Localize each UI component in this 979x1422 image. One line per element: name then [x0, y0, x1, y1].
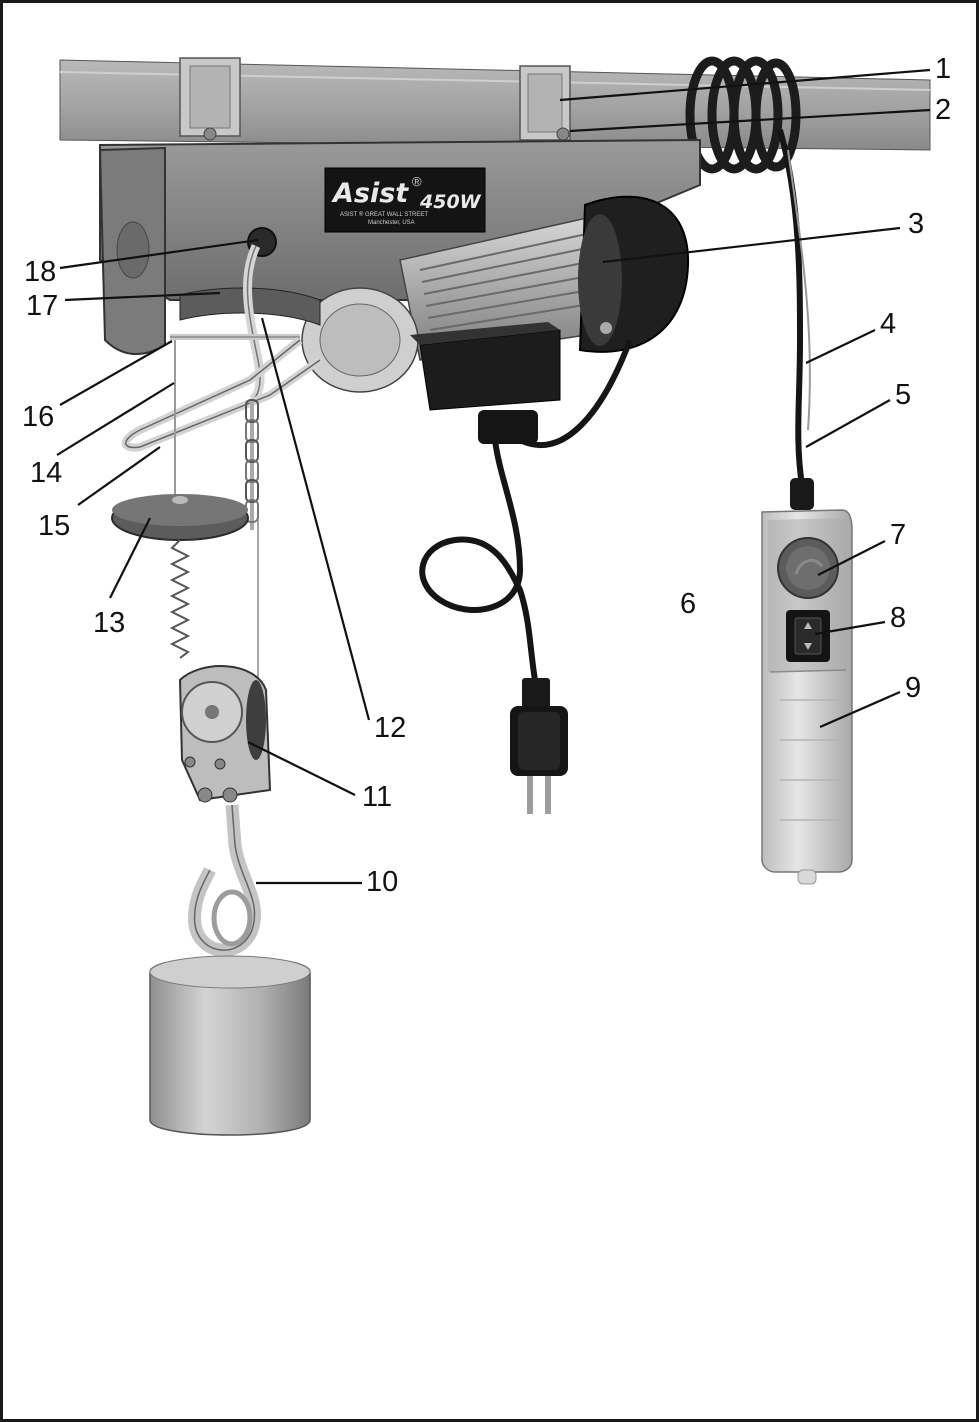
logo-address-line-2: Manchester, USA — [368, 220, 415, 226]
emergency-stop-button — [777, 537, 839, 599]
electric-motor — [399, 195, 690, 361]
leader-17 — [64, 291, 221, 302]
leader-8 — [814, 620, 886, 636]
suspension-hook — [243, 227, 277, 404]
leader-9 — [819, 690, 901, 729]
callout-labels: 1 2 3 4 5 6 7 8 9 10 11 12 13 14 15 16 1… — [22, 53, 951, 898]
load-weight — [149, 955, 311, 1136]
leader-2 — [569, 108, 931, 133]
pulley-block — [178, 665, 272, 803]
callout-4: 4 — [880, 308, 896, 340]
callout-1: 1 — [935, 53, 951, 85]
leader-12 — [260, 317, 371, 721]
callout-13: 13 — [93, 607, 125, 639]
load-hook — [188, 804, 262, 957]
spring — [169, 539, 191, 659]
leader-14 — [56, 382, 175, 456]
logo-registered-mark: ® — [412, 174, 422, 189]
limit-stop-disc — [111, 494, 249, 541]
pendant-cable — [777, 129, 814, 510]
callout-12: 12 — [374, 712, 406, 744]
callout-7: 7 — [890, 519, 906, 551]
beam-bracket-left — [179, 57, 241, 141]
mains-plug — [510, 678, 568, 814]
callout-11: 11 — [362, 781, 392, 813]
callout-2: 2 — [935, 94, 951, 126]
leader-15 — [77, 446, 161, 506]
callout-18: 18 — [24, 256, 56, 288]
power-cable — [419, 338, 633, 681]
callout-16: 16 — [22, 401, 54, 433]
callout-6: 6 — [680, 588, 696, 620]
callout-8: 8 — [890, 602, 906, 634]
leader-4 — [805, 329, 876, 364]
logo-brand: Asist — [331, 178, 409, 209]
leader-11 — [247, 741, 356, 796]
guide-bracket — [121, 336, 323, 452]
callout-9: 9 — [905, 672, 921, 704]
leader-16 — [59, 340, 173, 406]
up-down-switch — [786, 610, 830, 662]
leader-5 — [805, 399, 891, 448]
beam-bracket-right — [519, 65, 571, 141]
electrical-box — [410, 322, 561, 444]
callout-3: 3 — [908, 208, 924, 240]
product-logo: Asist ® 450W ASIST ® GREAT WALL STREET M… — [324, 167, 486, 233]
callout-10: 10 — [366, 866, 398, 898]
callout-5: 5 — [895, 379, 911, 411]
logo-model: 450W — [419, 191, 482, 213]
load-chain — [245, 399, 259, 523]
callout-17: 17 — [26, 290, 58, 322]
coiled-control-cable — [685, 56, 801, 174]
leader-1 — [559, 68, 931, 102]
callout-14: 14 — [30, 457, 62, 489]
leader-lines — [56, 68, 931, 885]
callout-15: 15 — [38, 510, 70, 542]
leader-3 — [602, 226, 901, 264]
leader-18 — [59, 238, 259, 270]
leader-13 — [109, 517, 151, 599]
leader-7 — [817, 540, 886, 576]
logo-address-line-1: ASIST ® GREAT WALL STREET — [340, 211, 428, 218]
